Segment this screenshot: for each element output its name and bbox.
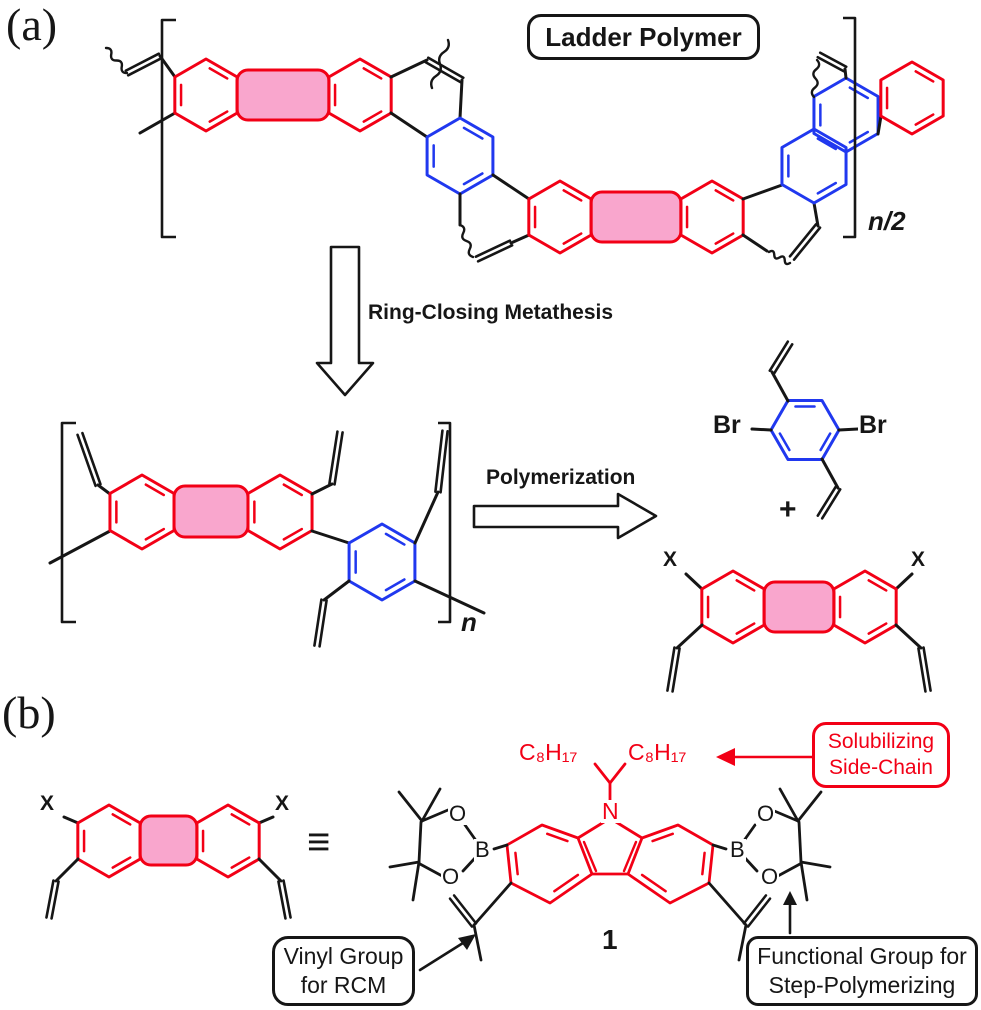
polymerization-arrow-label: Polymerization (486, 466, 636, 489)
plus-sign: + (779, 493, 797, 526)
boron-label-right: B (729, 837, 746, 862)
divinyl-monomer-a-structure (666, 569, 932, 693)
oxygen-label-bottom-left: O (441, 864, 461, 889)
substituent-x-a-left: X (662, 548, 679, 571)
solubilizing-annotation-arrow (716, 748, 814, 766)
solubilizing-line1: Solubilizing (827, 729, 935, 753)
bromine-label-left: Br (712, 411, 742, 439)
oxygen-label-top-left: O (448, 801, 468, 826)
functional-group-box: Functional Group for Step-Polymerizing (746, 936, 978, 1006)
functional-line1: Functional Group for (757, 943, 967, 970)
equivalence-sign: ≡ (307, 820, 331, 864)
bromine-label-right: Br (858, 411, 888, 439)
vinyl-group-box: Vinyl Group for RCM (272, 936, 415, 1006)
compound-number: 1 (602, 924, 618, 955)
functional-annotation-arrow (783, 891, 797, 935)
alkyl-chain-label-left: C₈H₁₇ (518, 739, 579, 765)
vinyl-line2: for RCM (300, 972, 387, 998)
rcm-arrow-label: Ring-Closing Metathesis (368, 301, 614, 324)
solubilizing-line2: Side-Chain (829, 756, 933, 779)
substituent-x-b-left: X (39, 792, 56, 815)
precursor-polymer-structure (48, 421, 486, 648)
ladder-polymer-title: Ladder Polymer (545, 21, 742, 52)
alkyl-chain-label-right: C₈H₁₇ (627, 739, 688, 765)
vinyl-line1: Vinyl Group (283, 943, 404, 970)
ladder-polymer-structure (104, 16, 945, 266)
substituent-x-b-right: X (274, 792, 291, 815)
nitrogen-label: N (601, 798, 620, 824)
carbazole-monomer-structure (388, 762, 832, 962)
repeat-count-outer: n/2 (868, 206, 906, 236)
substituent-x-a-right: X (910, 548, 927, 571)
panel-b-label: (b) (2, 687, 56, 738)
panel-a-label: (a) (6, 0, 58, 50)
divinyl-monomer-b-structure (45, 803, 292, 920)
solubilizing-side-chain-box: Solubilizing Side-Chain (812, 722, 950, 788)
retro-down-arrow (315, 245, 375, 397)
dibromide-monomer-structure (750, 340, 860, 520)
oxygen-label-bottom-right: O (760, 864, 780, 889)
retro-right-arrow (472, 492, 658, 540)
vinyl-annotation-arrow (418, 934, 476, 972)
functional-line2: Step-Polymerizing (768, 972, 956, 998)
ladder-polymer-title-box: Ladder Polymer (527, 14, 760, 60)
repeat-count-inner: n (461, 607, 477, 637)
oxygen-label-top-right: O (756, 801, 776, 826)
boron-label-left: B (474, 837, 491, 862)
